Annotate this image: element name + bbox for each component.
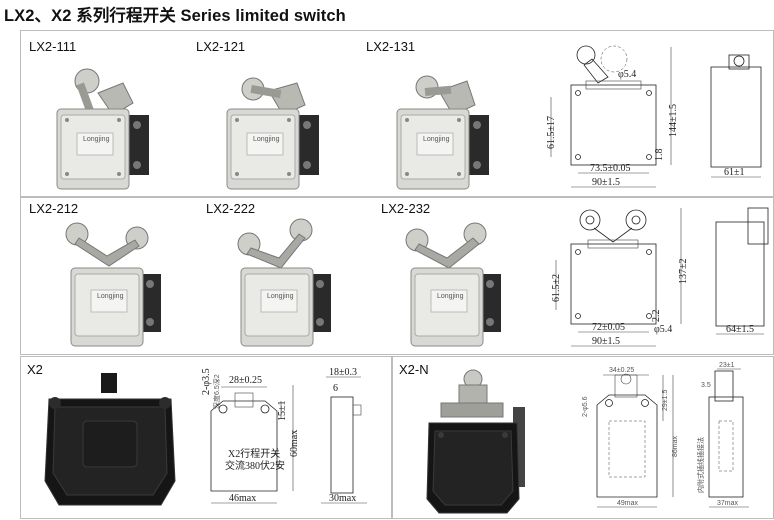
dim-phi-5-4-b: φ5.4 xyxy=(654,324,672,335)
product-photo-x2-n xyxy=(426,369,525,514)
brand-text-1: Longjing xyxy=(83,136,110,143)
dim-37max: 37max xyxy=(717,500,739,507)
dim-90: 90±1.5 xyxy=(592,177,620,188)
dim-61-5-17: 61.5±17 xyxy=(546,116,557,149)
dim-15: 15±1 xyxy=(277,401,288,422)
dim-phi-5-4: φ5.4 xyxy=(618,69,636,80)
side-note: 内附式插线插接法 xyxy=(696,437,705,493)
row2-panel: LX2-212 LX2-222 LX2-232 Longjing Longjin… xyxy=(20,197,774,355)
dim-49max: 49max xyxy=(617,500,639,507)
model-label-x2: X2 xyxy=(27,362,43,377)
dim-86max: 86max xyxy=(672,435,679,457)
model-label-lx2-212: LX2-212 xyxy=(29,201,79,216)
dim-2-phi-5-6: 2-φ5.6 xyxy=(582,396,589,417)
dim-61-1: 61±1 xyxy=(724,167,745,178)
dim-3-5: 3.5 xyxy=(701,382,711,389)
dim-72: 72±0.05 xyxy=(592,322,625,333)
model-label-lx2-222: LX2-222 xyxy=(206,201,256,216)
x2-panel-text-line2: 交流380伏2安 xyxy=(225,459,285,472)
dim-2-phi-3-5: 2-φ3.5 xyxy=(201,368,212,395)
dimension-drawing-row2: 61.5±2 137±2 2.2 72±0.05 φ5.4 90±1.5 64±… xyxy=(551,207,769,347)
model-label-lx2-131: LX2-131 xyxy=(366,39,416,54)
dim-60max: 60max xyxy=(289,430,300,457)
brand-text-5: Longjing xyxy=(267,293,294,300)
brand-text-3: Longjing xyxy=(423,136,450,143)
product-photo-lx2-121: Longjing xyxy=(226,77,319,190)
dim-144: 144±1.5 xyxy=(668,104,679,137)
dim-28: 28±0.25 xyxy=(229,375,262,386)
brand-text-2: Longjing xyxy=(253,136,280,143)
dim-90-b: 90±1.5 xyxy=(592,336,620,347)
product-photo-lx2-232: Longjing xyxy=(405,222,501,347)
dim-64: 64±1.5 xyxy=(726,324,754,335)
dim-1-8: 1.8 xyxy=(654,149,665,162)
dim-2-2: 2.2 xyxy=(651,310,662,323)
dim-46max: 46max xyxy=(229,493,256,504)
x2-panel-text-line1: X2行程开关 xyxy=(228,447,280,460)
row3-left-panel: X2 2-φ3.5 深度6.5深2 28±0.25 X2行程开关 交流380伏2… xyxy=(20,356,392,519)
product-photo-lx2-222: Longjing xyxy=(237,218,331,347)
model-label-lx2-111: LX2-111 xyxy=(29,39,77,54)
dim-6: 6 xyxy=(333,383,338,394)
dim-29: 29±1.5 xyxy=(662,390,669,411)
dim-23: 23±1 xyxy=(719,362,735,369)
brand-text-4: Longjing xyxy=(97,293,124,300)
dimension-drawing-x2-n: 34±0.25 2-φ5.6 29±1.5 86max 49max 23±1 3… xyxy=(582,362,749,508)
row1-panel: LX2-111 LX2-121 LX2-131 Longjing Longjin… xyxy=(20,30,774,197)
dim-30max: 30max xyxy=(329,493,356,504)
model-label-x2-n: X2-N xyxy=(399,362,429,377)
dim-61-5-2: 61.5±2 xyxy=(551,274,562,302)
model-label-lx2-121: LX2-121 xyxy=(196,39,246,54)
dim-18: 18±0.3 xyxy=(329,367,357,378)
model-label-lx2-232: LX2-232 xyxy=(381,201,431,216)
dim-73-5: 73.5±0.05 xyxy=(590,163,631,174)
dimension-drawing-row1: 61.5±17 144±1.5 φ5.4 1.8 73.5±0.05 90±1.… xyxy=(546,45,762,188)
product-photo-x2 xyxy=(44,373,176,506)
dim-137: 137±2 xyxy=(678,259,689,285)
dim-depth-note: 深度6.5深2 xyxy=(212,374,221,409)
product-photo-lx2-131: Longjing xyxy=(396,75,489,190)
row3-right-panel: X2-N 34±0.25 2-φ5.6 29±1.5 86max 49max 2… xyxy=(392,356,774,519)
product-photo-lx2-212: Longjing xyxy=(65,222,161,347)
dim-34: 34±0.25 xyxy=(609,367,634,374)
product-photo-lx2-111: Longjing xyxy=(56,68,149,190)
page-title: LX2、X2 系列行程开关 Series limited switch xyxy=(4,7,346,25)
brand-text-6: Longjing xyxy=(437,293,464,300)
dimension-drawing-x2: 2-φ3.5 深度6.5深2 28±0.25 X2行程开关 交流380伏2安 1… xyxy=(201,367,367,504)
